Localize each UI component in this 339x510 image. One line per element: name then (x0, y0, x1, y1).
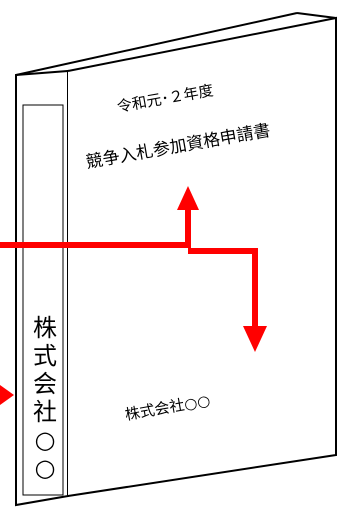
spine-char: ○ (35, 454, 56, 482)
arrow-connector-line (0, 206, 191, 248)
arrow-head-up (177, 186, 199, 210)
arrow-head-down (243, 326, 267, 352)
red-arrow-group (0, 206, 258, 330)
binder-front-cover (67, 16, 337, 497)
binder-top-edge-outer (15, 12, 298, 76)
binder-top-edge-join (296, 12, 337, 19)
spine-char: 式 (33, 342, 57, 370)
spine-text: 株 式 会 社 ○ ○ (33, 314, 57, 482)
spine-char: 社 (33, 398, 57, 426)
spine-char: 会 (33, 370, 57, 398)
arrow-head-right-spine (0, 385, 14, 405)
spine-char: ○ (35, 426, 56, 454)
spine-label-box (22, 104, 64, 496)
arrow-down-line (188, 248, 258, 330)
spine-char: 株 (33, 314, 57, 342)
